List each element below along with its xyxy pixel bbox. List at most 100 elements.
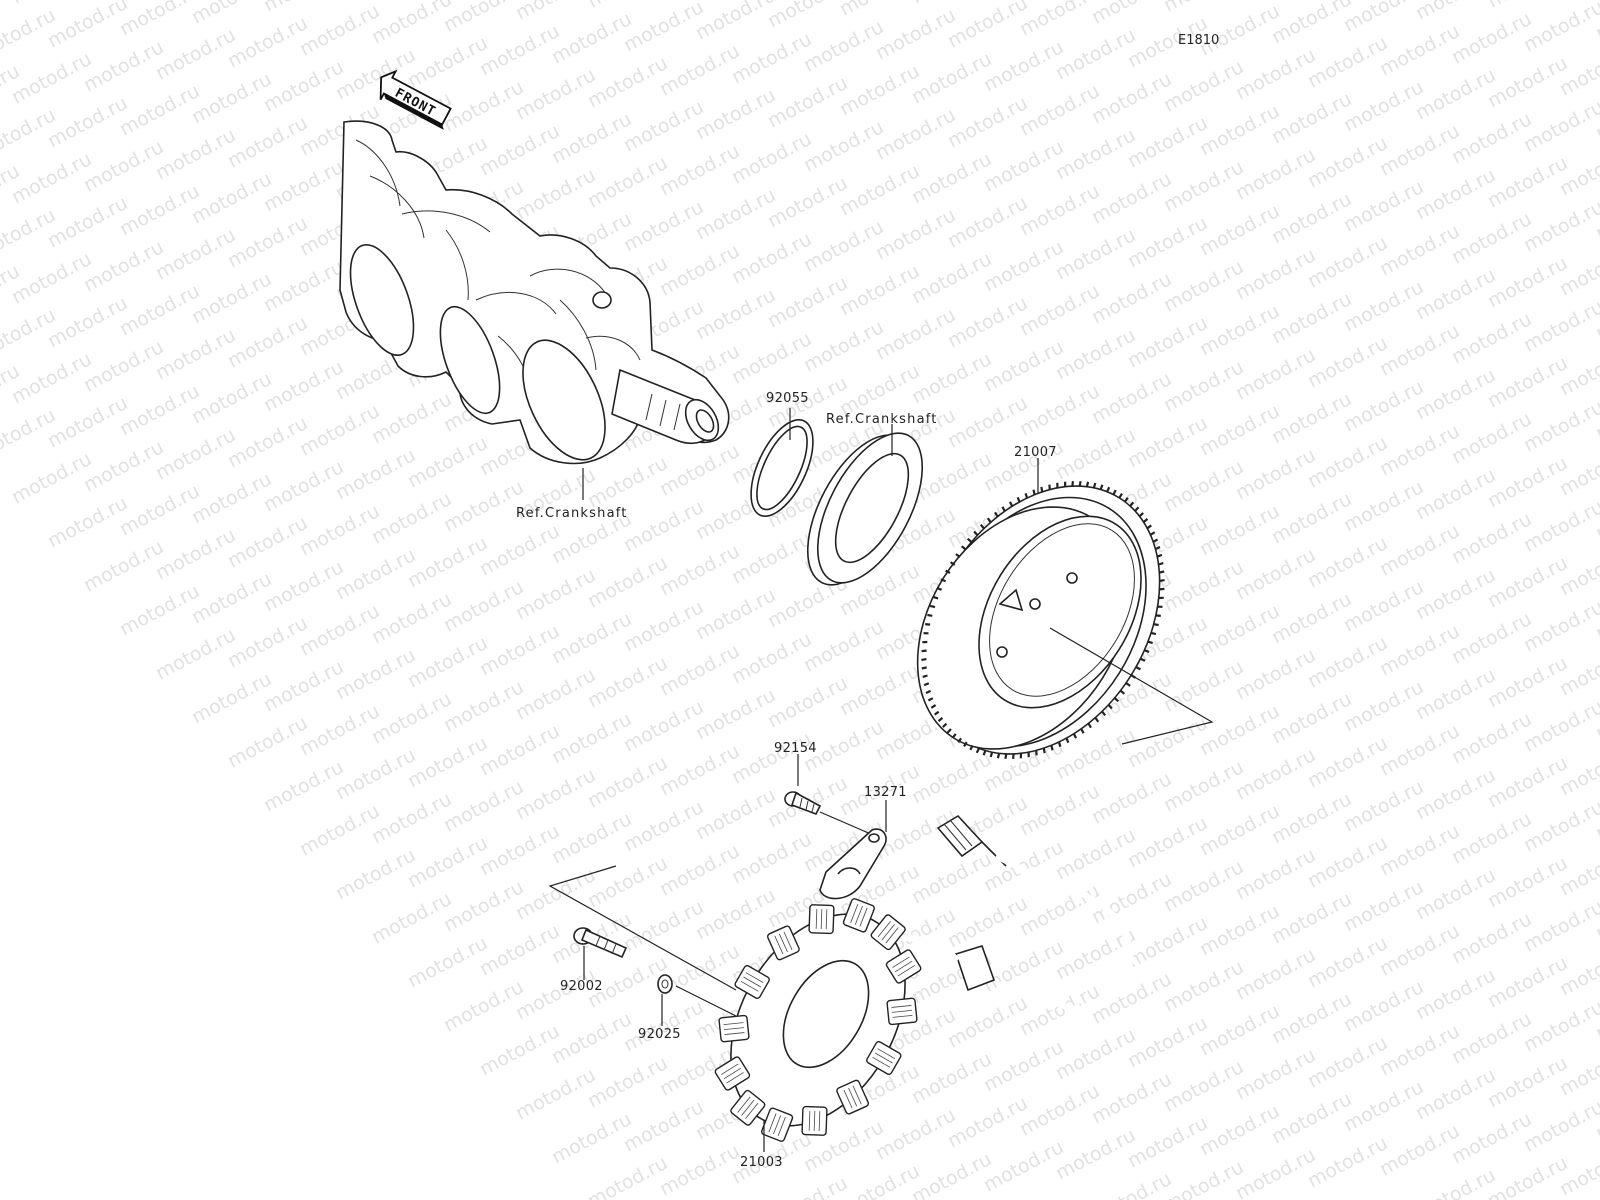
gear-tooth <box>1101 710 1107 716</box>
watermark-text: motod.ru <box>1232 0 1319 4</box>
watermark-text: motod.ru <box>1484 1152 1571 1200</box>
gear-tooth <box>1009 501 1014 507</box>
watermark-text: motod.ru <box>188 0 275 28</box>
bolt-92002[interactable] <box>573 927 628 959</box>
gear-tooth <box>969 744 974 751</box>
gear-tooth <box>1113 697 1120 703</box>
gear-tooth <box>1099 484 1104 490</box>
gear-tooth <box>1107 704 1113 710</box>
gear-tooth <box>1154 545 1161 551</box>
stator-lamination <box>778 933 788 953</box>
gear-tooth <box>979 524 985 530</box>
holder-13271[interactable] <box>819 828 887 900</box>
stator-lamination <box>745 1102 759 1119</box>
gear-tooth <box>973 530 979 536</box>
stator-lamination <box>874 1052 893 1064</box>
bolt-92154[interactable] <box>784 791 822 816</box>
stator-lamination <box>724 1027 744 1031</box>
stator-lamination <box>848 1087 858 1107</box>
o-ring-part-number: 92055 <box>766 391 809 406</box>
stator-lamination <box>815 908 818 929</box>
watermark-text: motod.ru <box>260 0 347 16</box>
bolt-92154-part-number: 92154 <box>774 741 817 756</box>
stator-lamination <box>783 931 793 951</box>
stator-lamination <box>724 1032 745 1035</box>
gear-tooth <box>966 537 973 543</box>
gear-tooth <box>921 658 927 661</box>
gear-tooth <box>932 595 939 600</box>
gear-teeth <box>921 480 1165 760</box>
stator-lamination <box>820 909 823 930</box>
gear-tooth <box>957 737 962 743</box>
gear-tooth <box>1147 640 1154 645</box>
stator-lamination <box>737 1096 751 1113</box>
gear-tooth <box>1024 492 1029 499</box>
gear-tooth <box>1080 728 1085 734</box>
gear-tooth <box>1159 587 1165 591</box>
stator-lamination <box>818 1111 821 1132</box>
watermark-text: motod.ru <box>584 0 671 12</box>
stator-lamination <box>877 1048 896 1060</box>
gear-tooth <box>1087 722 1092 729</box>
o-ring-92055[interactable] <box>738 411 825 526</box>
watermark-text: motod.ru <box>908 0 995 8</box>
gear-tooth <box>921 649 927 653</box>
stator-lamination <box>897 965 915 977</box>
gear-tooth <box>1139 657 1146 662</box>
gear-tooth <box>1106 486 1111 493</box>
stator-lamination <box>808 1110 811 1131</box>
gear-tooth <box>1142 518 1149 523</box>
gear-tooth <box>1040 486 1044 492</box>
watermark-text: motod.ru <box>1592 0 1600 44</box>
gear-tooth <box>1057 741 1062 748</box>
stator-lamination <box>768 1113 777 1133</box>
wiring-harness[interactable] <box>868 814 1134 1012</box>
crankshaft[interactable] <box>338 120 730 472</box>
watermark-text: motod.ru <box>1412 0 1499 24</box>
stator-lamination <box>726 1072 744 1084</box>
stator-lamination <box>891 1005 912 1008</box>
stator-lamination <box>885 927 899 944</box>
gear-tooth <box>994 511 999 518</box>
rotor-flywheel-21007[interactable] <box>874 443 1207 797</box>
washer-92025[interactable] <box>657 974 673 994</box>
gear-tooth <box>1072 733 1077 739</box>
bolt-92002-part-number: 92002 <box>560 979 603 994</box>
gear-tooth <box>923 682 930 687</box>
stator-lamination <box>723 1022 744 1026</box>
stator-lamination <box>740 980 759 992</box>
gear-tooth <box>1094 716 1100 723</box>
oil-seal-ref-label: Ref.Crankshaft <box>826 412 938 427</box>
stator-lamination <box>773 1115 782 1135</box>
stator-lamination <box>777 1117 786 1136</box>
stator-lamination <box>854 905 863 925</box>
gear-tooth <box>921 666 927 670</box>
gear-tooth <box>1134 506 1140 512</box>
rotor-part-number: 21007 <box>1014 445 1057 460</box>
gear-tooth <box>1159 570 1165 574</box>
watermark-text: motod.ru <box>8 0 95 8</box>
stator-lamination <box>813 1110 816 1131</box>
gear-tooth <box>1078 481 1082 487</box>
gear-tooth <box>927 697 934 702</box>
gear-tooth <box>1071 480 1074 487</box>
gear-tooth <box>1004 753 1008 759</box>
gear-tooth <box>927 613 933 617</box>
gear-tooth <box>946 728 952 734</box>
gear-tooth <box>950 561 956 566</box>
watermark-text: motod.ru <box>1160 0 1247 16</box>
gear-tooth <box>1158 562 1164 566</box>
watermark-text: motod.ru <box>1016 0 1103 40</box>
stator-lamination <box>743 976 762 988</box>
stator-lamination <box>892 956 910 968</box>
watermark-text: motod.ru <box>1088 0 1175 28</box>
stator-lamination <box>723 1067 742 1080</box>
gear-tooth <box>1149 531 1156 536</box>
oil-seal[interactable] <box>786 417 944 601</box>
gear-tooth <box>975 747 980 754</box>
stator-21003[interactable] <box>695 883 941 1156</box>
stator-lamination <box>745 972 764 984</box>
diagram-code: E1810 <box>1178 33 1219 48</box>
gear-tooth <box>1012 753 1015 760</box>
gear-tooth <box>1124 497 1129 503</box>
